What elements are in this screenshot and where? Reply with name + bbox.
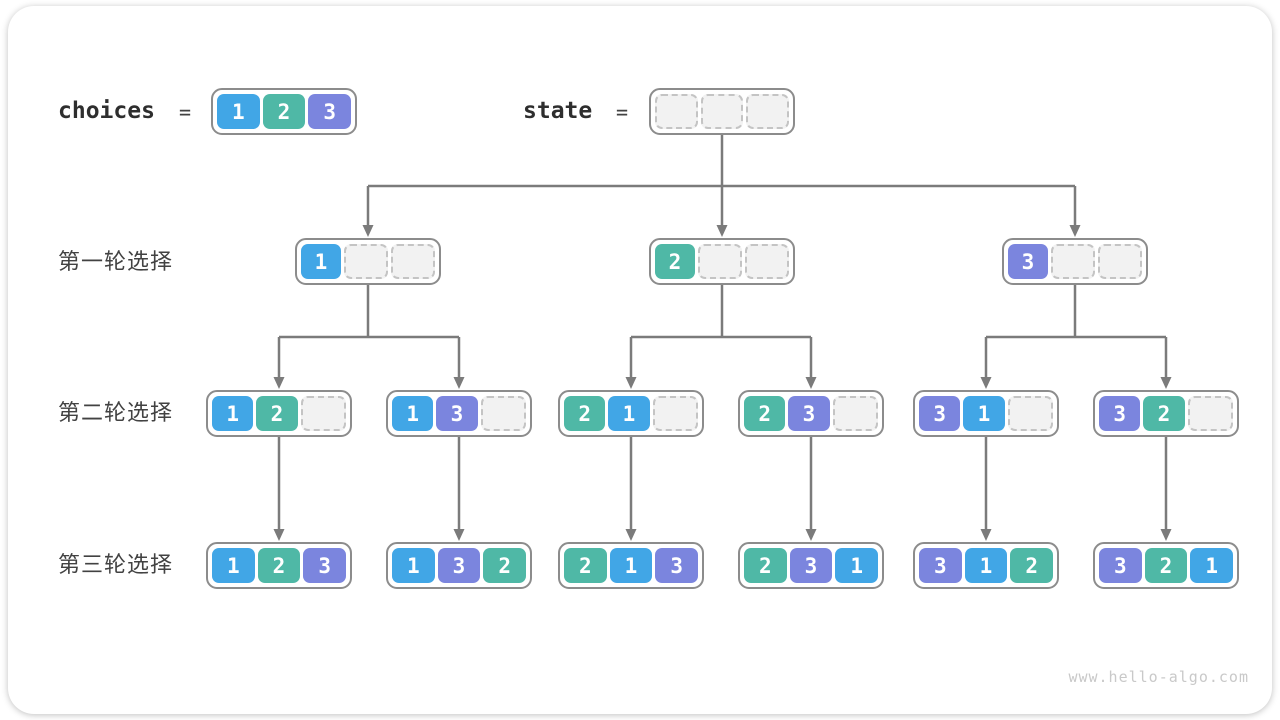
empty-cell xyxy=(300,396,346,431)
filled-cell: 3 xyxy=(303,548,347,583)
row-label-round-2: 第二轮选择 xyxy=(58,400,174,425)
filled-cell: 3 xyxy=(919,396,961,431)
choices-equals-sign: = xyxy=(179,100,192,124)
filled-cell: 1 xyxy=(963,396,1005,431)
watermark-url: www.hello-algo.com xyxy=(1068,668,1249,686)
filled-cell: 3 xyxy=(1099,396,1141,431)
empty-cell xyxy=(480,396,526,431)
filled-cell: 1 xyxy=(1190,548,1234,583)
filled-cell: 3 xyxy=(1099,548,1142,583)
empty-cell xyxy=(1007,396,1053,431)
filled-cell: 1 xyxy=(609,548,653,583)
state-box-r1-1: 1 xyxy=(295,238,441,285)
filled-cell: 2 xyxy=(564,548,607,583)
filled-cell: 1 xyxy=(608,396,650,431)
empty-cell xyxy=(1098,244,1142,279)
empty-cell xyxy=(1051,244,1095,279)
empty-cell xyxy=(698,244,742,279)
filled-cell: 2 xyxy=(1144,548,1188,583)
filled-cell: 2 xyxy=(1143,396,1185,431)
filled-cell: 2 xyxy=(256,396,298,431)
filled-cell: 1 xyxy=(392,548,435,583)
filled-cell: 3 xyxy=(789,548,833,583)
empty-cell xyxy=(652,396,698,431)
empty-cell xyxy=(655,94,698,129)
filled-cell: 1 xyxy=(217,94,260,129)
empty-cell xyxy=(344,244,388,279)
filled-cell: 1 xyxy=(964,548,1008,583)
filled-cell: 2 xyxy=(655,244,695,279)
filled-cell: 2 xyxy=(744,548,787,583)
row-label-round-3: 第三轮选择 xyxy=(58,552,174,577)
filled-cell: 2 xyxy=(744,396,786,431)
empty-cell xyxy=(1187,396,1233,431)
filled-cell: 3 xyxy=(436,396,478,431)
empty-cell xyxy=(746,94,790,129)
filled-cell: 3 xyxy=(437,548,481,583)
empty-cell xyxy=(832,396,878,431)
empty-cell xyxy=(745,244,789,279)
filled-cell: 3 xyxy=(655,548,699,583)
state-box-r1-2: 2 xyxy=(649,238,795,285)
filled-cell: 2 xyxy=(483,548,527,583)
row-label-round-1: 第一轮选择 xyxy=(58,249,174,274)
state-equals-sign: = xyxy=(616,100,629,124)
filled-cell: 2 xyxy=(257,548,301,583)
filled-cell: 3 xyxy=(919,548,962,583)
filled-cell: 2 xyxy=(262,94,306,129)
filled-cell: 1 xyxy=(301,244,341,279)
filled-cell: 3 xyxy=(788,396,830,431)
filled-cell: 3 xyxy=(308,94,352,129)
filled-cell: 1 xyxy=(212,548,255,583)
filled-cell: 1 xyxy=(212,396,254,431)
state-box-r1-3: 3 xyxy=(1002,238,1148,285)
state-label: state xyxy=(523,98,593,124)
filled-cell: 2 xyxy=(564,396,606,431)
filled-cell: 1 xyxy=(835,548,879,583)
empty-cell xyxy=(700,94,744,129)
empty-cell xyxy=(391,244,435,279)
choices-label: choices xyxy=(58,98,155,124)
filled-cell: 2 xyxy=(1010,548,1054,583)
state-array-box xyxy=(649,88,795,135)
filled-cell: 3 xyxy=(1008,244,1048,279)
filled-cell: 1 xyxy=(392,396,434,431)
